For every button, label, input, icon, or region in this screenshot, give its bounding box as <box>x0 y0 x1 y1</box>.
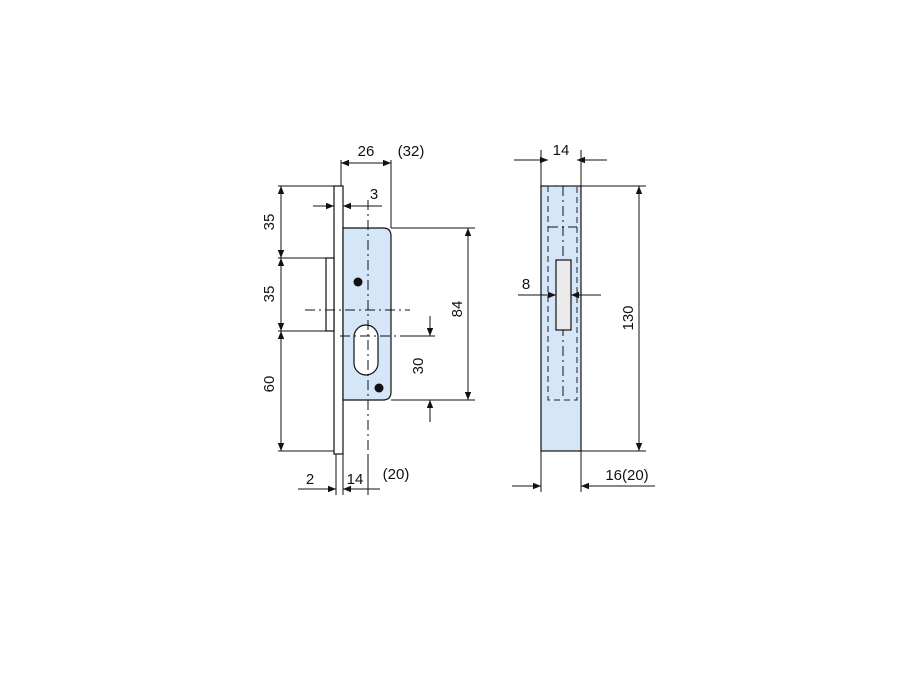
cylinder-slot <box>353 324 379 376</box>
screw-hole-top <box>353 277 363 287</box>
dim-cylinder-30: 30 <box>410 358 427 375</box>
face-plate <box>333 185 344 455</box>
dim-backset: 26 <box>358 143 375 160</box>
dim-height-84: 84 <box>449 301 466 318</box>
dim-plate-offset: 3 <box>370 186 378 203</box>
dim-side-bottom-16: 16(20) <box>605 467 648 484</box>
dim-top-35a: 35 <box>261 214 278 231</box>
dim-side-top-14: 14 <box>553 142 570 159</box>
dim-width-14: 14 <box>347 471 364 488</box>
bolt <box>555 259 572 331</box>
dim-bolt-8: 8 <box>522 276 530 293</box>
dim-bottom-60: 60 <box>261 376 278 393</box>
dim-plate-2: 2 <box>306 471 314 488</box>
front-view: 26 (32) 3 35 35 60 84 30 2 14 (20) <box>261 143 475 495</box>
screw-hole-bottom <box>374 383 384 393</box>
dim-top-35b: 35 <box>261 286 278 303</box>
side-view: 14 8 130 16(20) <box>512 142 655 492</box>
dim-backset-alt: (32) <box>398 143 425 160</box>
dim-width-14-alt: (20) <box>383 466 410 483</box>
latch-block <box>325 257 335 332</box>
dim-side-height-130: 130 <box>620 305 637 330</box>
